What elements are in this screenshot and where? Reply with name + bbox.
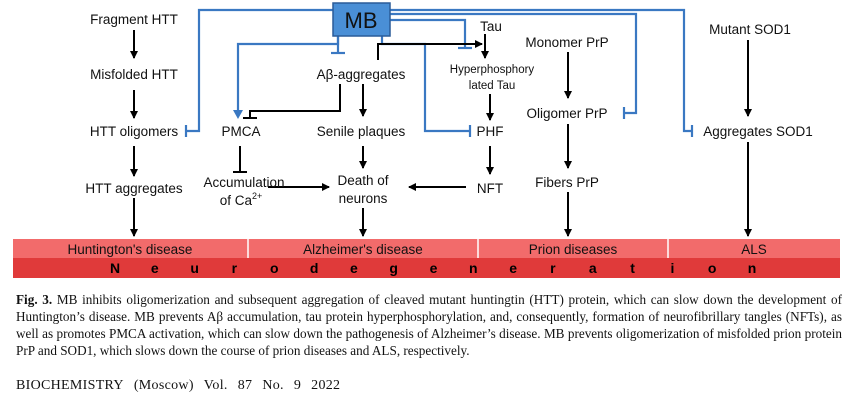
band-letter: t xyxy=(630,260,635,276)
band-letter: a xyxy=(589,260,597,276)
mb-box xyxy=(332,2,391,37)
node-fragment-htt: Fragment HTT xyxy=(90,12,178,27)
footer-city: (Moscow) xyxy=(133,378,194,393)
band-letter: e xyxy=(350,260,358,276)
node-phf: PHF xyxy=(477,124,504,139)
band-letter: N xyxy=(110,260,120,276)
band-letter: i xyxy=(670,260,674,276)
caption-label: Fig. 3. xyxy=(16,292,53,307)
band-letter: e xyxy=(151,260,159,276)
node-misfolded-htt: Misfolded HTT xyxy=(90,67,178,82)
footer-no-label: No. xyxy=(262,378,284,393)
disease-band: Huntington's disease Alzheimer's disease… xyxy=(13,239,840,278)
node-htt-oligomers: HTT oligomers xyxy=(90,124,179,139)
pathway-diagram: MB xyxy=(13,2,840,278)
footer-vol: 87 xyxy=(237,378,253,393)
node-senile-plaques: Senile plaques xyxy=(317,124,406,139)
node-monomer-prp: Monomer PrP xyxy=(525,35,608,50)
band-letter: o xyxy=(270,260,279,276)
node-abeta-aggregates: Aβ-aggregates xyxy=(317,67,406,82)
node-oligomer-prp: Oligomer PrP xyxy=(526,106,607,121)
node-accumulation-line1: Accumulation xyxy=(203,175,284,190)
disease-alzheimer: Alzheimer's disease xyxy=(303,242,423,257)
node-accumulation-line2: of Ca2+ xyxy=(220,191,263,208)
band-letter: d xyxy=(310,260,319,276)
band-letter: o xyxy=(708,260,717,276)
node-hyper-line1: Hyperphosphory xyxy=(450,64,535,76)
node-death-line2: neurons xyxy=(339,191,388,206)
footer-vol-label: Vol. xyxy=(203,378,228,393)
node-tau: Tau xyxy=(480,19,502,34)
band-letter: g xyxy=(389,260,398,276)
band-letter: u xyxy=(190,260,199,276)
disease-huntington: Huntington's disease xyxy=(68,242,193,257)
band-letter: n xyxy=(469,260,478,276)
disease-prion: Prion diseases xyxy=(529,242,618,257)
node-nft: NFT xyxy=(477,181,503,196)
band-letter: r xyxy=(550,260,556,276)
node-mutant-sod1: Mutant SOD1 xyxy=(709,22,791,37)
mb-label: MB xyxy=(345,8,378,33)
node-hyper-line2: lated Tau xyxy=(469,80,515,92)
inhibition-lines xyxy=(184,8,694,137)
journal-footer: BIOCHEMISTRY (Moscow) Vol. 87 No. 9 2022 xyxy=(16,378,350,394)
pathway-arrows xyxy=(130,30,752,237)
disease-als: ALS xyxy=(741,242,767,257)
band-letter: e xyxy=(430,260,438,276)
node-death-line1: Death of xyxy=(337,173,388,188)
band-letter: n xyxy=(748,260,757,276)
footer-year: 2022 xyxy=(311,378,341,393)
caption-text: MB inhibits oligomerization and subseque… xyxy=(16,292,842,358)
node-aggregates-sod1: Aggregates SOD1 xyxy=(703,124,813,139)
band-letter: r xyxy=(232,260,238,276)
footer-journal: BIOCHEMISTRY xyxy=(16,378,124,393)
band-letter: e xyxy=(509,260,517,276)
node-fibers-prp: Fibers PrP xyxy=(535,175,599,190)
footer-no: 9 xyxy=(293,378,302,393)
node-htt-aggregates: HTT aggregates xyxy=(85,181,183,196)
node-pmca: PMCA xyxy=(221,124,260,139)
figure-caption: Fig. 3. MB inhibits oligomerization and … xyxy=(16,291,842,359)
